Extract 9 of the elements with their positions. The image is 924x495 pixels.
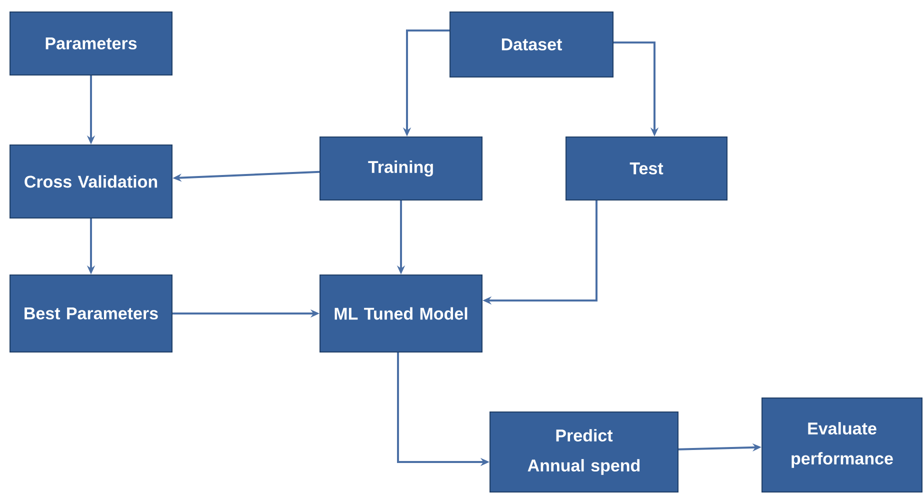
process-box: Test bbox=[566, 136, 728, 200]
process-box: Dataset bbox=[450, 12, 614, 78]
process-box: Predict Annual spend bbox=[490, 412, 678, 492]
process-box: Evaluate performance bbox=[762, 397, 922, 492]
process-box: Best Parameters bbox=[10, 274, 172, 352]
process-box: Training bbox=[320, 136, 482, 200]
process-box: Parameters bbox=[10, 12, 172, 76]
process-box: ML Tuned Model bbox=[320, 274, 482, 352]
process-box: Cross Validation bbox=[10, 144, 172, 218]
